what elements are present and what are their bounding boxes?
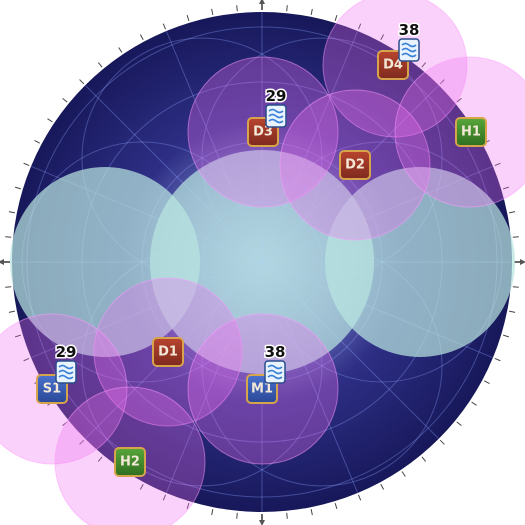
compass-tick	[503, 186, 510, 190]
compass-tick	[139, 484, 144, 490]
compass-tick	[471, 401, 477, 406]
compass-arrow	[0, 259, 4, 265]
marker-label: S1	[43, 382, 61, 397]
compass-tick	[484, 380, 490, 385]
compass-tick	[211, 8, 214, 15]
compass-tick	[139, 34, 144, 40]
compass-tick	[439, 439, 445, 445]
compass-tick	[23, 162, 30, 167]
water-icon	[398, 38, 420, 62]
marker-label: D3	[253, 125, 273, 140]
compass-tick	[503, 334, 510, 338]
marker-d3[interactable]: D3	[247, 117, 279, 147]
compass-tick	[380, 34, 385, 40]
resource-water-d3[interactable]: 29	[264, 86, 288, 128]
compass-tick	[5, 286, 12, 288]
marker-label: H1	[461, 125, 481, 140]
marker-label: H2	[120, 455, 140, 470]
compass-arrow	[259, 520, 265, 525]
resource-water-d4[interactable]: 38	[397, 20, 421, 62]
compass-tick	[509, 211, 516, 214]
compass-tick	[494, 162, 501, 167]
compass-tick	[236, 512, 238, 519]
compass-tick	[310, 8, 313, 15]
resource-water-s1[interactable]: 29	[54, 342, 78, 384]
marker-h2[interactable]: H2	[114, 447, 146, 477]
marker-d2[interactable]: D2	[339, 150, 371, 180]
compass-tick	[8, 211, 15, 214]
compass-arrow	[259, 0, 265, 4]
compass-tick	[494, 357, 501, 362]
marker-label: D2	[345, 158, 365, 173]
marker-label: M1	[251, 382, 273, 397]
compass-tick	[34, 139, 40, 144]
compass-tick	[79, 79, 85, 85]
compass-tick	[439, 79, 445, 85]
compass-tick	[310, 509, 313, 516]
compass-tick	[456, 421, 462, 427]
compass-tick	[97, 456, 103, 462]
compass-tick	[23, 357, 30, 362]
resource-count: 38	[265, 343, 286, 361]
compass-tick	[118, 47, 123, 53]
marker-d1[interactable]: D1	[152, 337, 184, 367]
compass-tick	[286, 5, 288, 12]
compass-tick	[162, 23, 167, 30]
compass-tick	[162, 494, 167, 501]
zone-teal-west	[10, 167, 200, 357]
marker-label: D1	[158, 345, 178, 360]
resource-count: 29	[266, 87, 287, 105]
compass-tick	[14, 334, 21, 338]
zone-teal-center	[150, 150, 374, 374]
compass-tick	[380, 484, 385, 490]
compass-tick	[512, 236, 519, 238]
compass-tick	[401, 471, 406, 477]
compass-tick	[5, 236, 12, 238]
compass-tick	[79, 439, 85, 445]
compass-tick	[97, 62, 103, 68]
resource-count: 38	[399, 21, 420, 39]
resource-count: 29	[56, 343, 77, 361]
compass-tick	[334, 503, 338, 510]
compass-tick	[236, 5, 238, 12]
compass-tick	[512, 286, 519, 288]
compass-tick	[14, 186, 21, 190]
marker-h1[interactable]: H1	[455, 117, 487, 147]
teal-zones	[10, 150, 515, 374]
compass-tick	[186, 14, 190, 21]
compass-tick	[421, 62, 427, 68]
compass-tick	[211, 509, 214, 516]
water-icon	[55, 360, 77, 384]
compass-tick	[357, 23, 362, 30]
compass-tick	[509, 310, 516, 313]
compass-tick	[62, 97, 68, 103]
marker-label: D4	[383, 58, 403, 73]
water-icon	[264, 360, 286, 384]
compass-tick	[8, 310, 15, 313]
compass-tick	[286, 512, 288, 519]
compass-tick	[186, 503, 190, 510]
water-icon	[265, 104, 287, 128]
resource-water-m1[interactable]: 38	[263, 342, 287, 384]
compass-tick	[357, 494, 362, 501]
compass-tick	[47, 118, 53, 123]
compass-arrow	[520, 259, 525, 265]
compass-tick	[421, 456, 427, 462]
zone-teal-east	[325, 167, 515, 357]
compass-tick	[334, 14, 338, 21]
